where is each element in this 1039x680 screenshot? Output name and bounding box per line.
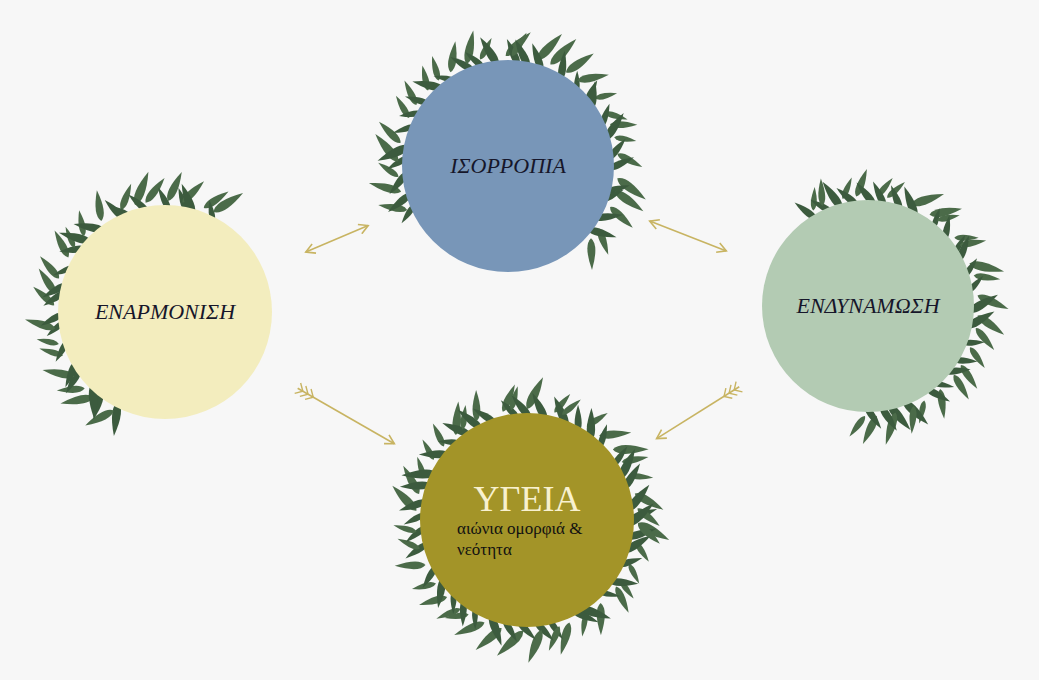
leaf [211, 189, 245, 216]
circle-node: ΥΓΕΙΑαιώνια ομορφιά & νεότητα [420, 413, 634, 627]
leaf [908, 406, 917, 434]
leaf [83, 407, 115, 429]
leaf [587, 238, 596, 270]
leaf [36, 336, 59, 346]
leaf [546, 625, 563, 652]
leaf [523, 375, 547, 411]
leaf [967, 345, 987, 369]
node-label: ΥΓΕΙΑ [474, 480, 581, 520]
leaf [613, 585, 632, 614]
arrow-connector [650, 221, 727, 251]
node-subtitle: αιώνια ομορφιά & νεότητα [457, 519, 597, 560]
leaf [564, 50, 596, 76]
node-label: ΕΝΔΥΝΑΜΩΣΗ [796, 294, 939, 318]
leaf [395, 561, 426, 570]
leaf [576, 71, 609, 84]
leaf [453, 619, 486, 639]
leaf [613, 445, 649, 454]
leaf [37, 254, 62, 281]
circle-fill [762, 200, 974, 412]
circle-fill [420, 413, 634, 627]
leaf [597, 603, 605, 635]
leaf [594, 90, 618, 101]
leaf [847, 414, 868, 438]
node-label: ΙΣΟΡΡΟΠΙΑ [450, 154, 566, 178]
arrow-connector [306, 226, 368, 253]
arrow-connector [657, 387, 740, 439]
leaf [93, 190, 105, 222]
leaf [418, 594, 448, 609]
leaf [810, 187, 817, 211]
circle-node: ΙΣΟΡΡΟΠΙΑ [402, 60, 614, 272]
circle-node: ΕΝΑΡΜΟΝΙΣΗ [58, 205, 272, 419]
arrow-connector [298, 388, 395, 444]
leaf [973, 326, 997, 352]
circle-fill [402, 60, 614, 272]
leaf [430, 422, 447, 448]
circle-node: ΕΝΔΥΝΑΜΩΣΗ [762, 200, 974, 412]
leaf [951, 373, 972, 401]
leaf [635, 521, 662, 547]
leaf-wreath [389, 375, 671, 664]
leaf [435, 606, 462, 622]
leaf [447, 41, 460, 73]
leaf [817, 178, 825, 206]
leaf [472, 390, 480, 421]
circle-fill [58, 205, 272, 419]
node-label: ΕΝΑΡΜΟΝΙΣΗ [95, 300, 235, 324]
